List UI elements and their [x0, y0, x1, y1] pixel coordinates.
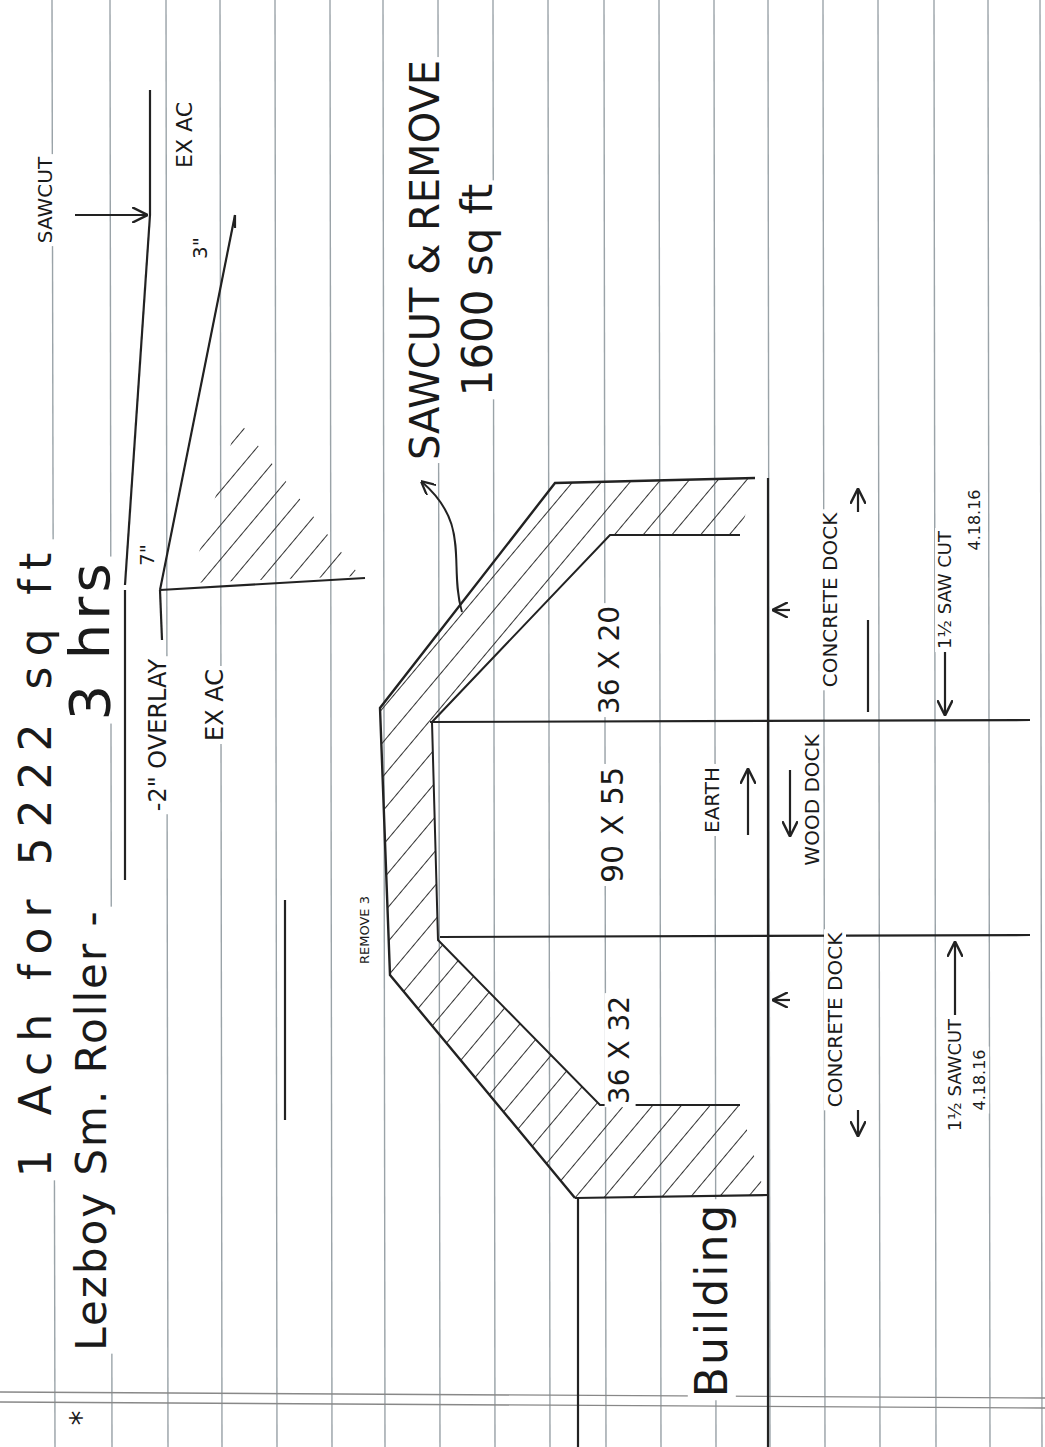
- handwritten-note: 3": [189, 234, 211, 262]
- handwritten-note: 36 X 32: [605, 993, 636, 1107]
- handwritten-note: EX AC: [173, 99, 197, 171]
- handwritten-note: CONCRETE DOCK: [819, 510, 841, 691]
- handwritten-note: 7": [136, 541, 158, 569]
- handwritten-note: *: [64, 1408, 97, 1429]
- handwritten-note: 1½ SAW CUT: [935, 528, 955, 652]
- handwritten-note: 4.18.16: [966, 486, 984, 553]
- handwritten-note: EX AC: [202, 666, 228, 744]
- removal-area: [380, 478, 765, 1198]
- handwritten-note: SAWCUT & REMOVE: [403, 57, 447, 463]
- handwritten-note: Lezboy Sm. Roller -: [69, 906, 115, 1353]
- handwritten-note: 3 hrs: [59, 556, 121, 723]
- handwritten-note: WOOD DOCK: [801, 731, 823, 868]
- handwritten-note: 90 X 55: [596, 764, 629, 886]
- notebook-rules: [52, 0, 1042, 1447]
- handwritten-note: 1½ SAWCUT: [945, 1016, 965, 1134]
- handwritten-note: 1600 sq ft: [455, 181, 501, 400]
- handwritten-note: EARTH: [701, 764, 723, 836]
- handwritten-note: -2" OVERLAY: [145, 656, 171, 814]
- handwritten-note: CONCRETE DOCK: [824, 930, 846, 1111]
- handwritten-note: Building: [688, 1200, 736, 1401]
- dock-layout: [430, 478, 1030, 1447]
- handwritten-note: 4.18.16: [971, 1046, 989, 1113]
- handwritten-note: 1 Ach for 5222 sq ft: [12, 540, 60, 1181]
- handwritten-note: SAWCUT: [34, 154, 56, 246]
- handwritten-note: 36 X 20: [595, 603, 626, 717]
- handwritten-note: REMOVE 3: [358, 893, 372, 967]
- margin-lines: [0, 1392, 1045, 1408]
